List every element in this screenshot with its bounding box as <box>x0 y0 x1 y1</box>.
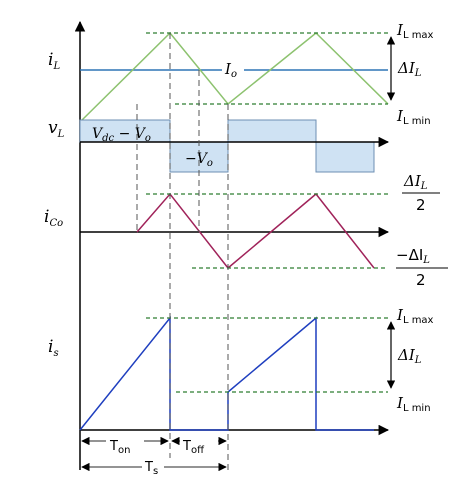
vl-negative-label: −Vo <box>185 151 213 169</box>
svg-text:2: 2 <box>416 271 426 289</box>
is-delta-label: ΔIL <box>397 346 422 366</box>
ico-signal-label: iCo <box>44 207 63 229</box>
svg-text:ΔIL: ΔIL <box>403 172 428 192</box>
is-waveform <box>79 315 374 431</box>
toff-label: Toff <box>182 439 205 456</box>
il-signal-label: iL <box>48 50 60 72</box>
is-max-label: IL max <box>396 306 434 326</box>
io-label: Io <box>224 60 237 80</box>
ton-label: Ton <box>109 439 130 456</box>
vl-positive-label: Vdc − Vo <box>92 126 151 144</box>
vl-positive-pulse-2 <box>227 119 317 143</box>
half-delta-negative-label: −ΔIL 2 <box>396 246 448 289</box>
ts-label: Ts <box>144 460 158 477</box>
il-min-label: IL min <box>396 107 431 127</box>
is-signal-label: is <box>48 337 59 359</box>
half-delta-positive-label: ΔIL 2 <box>402 172 440 214</box>
ico-waveform <box>136 192 375 270</box>
vl-negative-pulse-2 <box>315 141 375 173</box>
is-min-label: IL min <box>396 394 431 414</box>
svg-text:2: 2 <box>416 196 426 214</box>
svg-text:−ΔIL: −ΔIL <box>396 246 430 266</box>
il-max-label: IL max <box>396 21 434 41</box>
delta-il-label: ΔIL <box>397 59 422 79</box>
vl-signal-label: vL <box>48 118 65 140</box>
